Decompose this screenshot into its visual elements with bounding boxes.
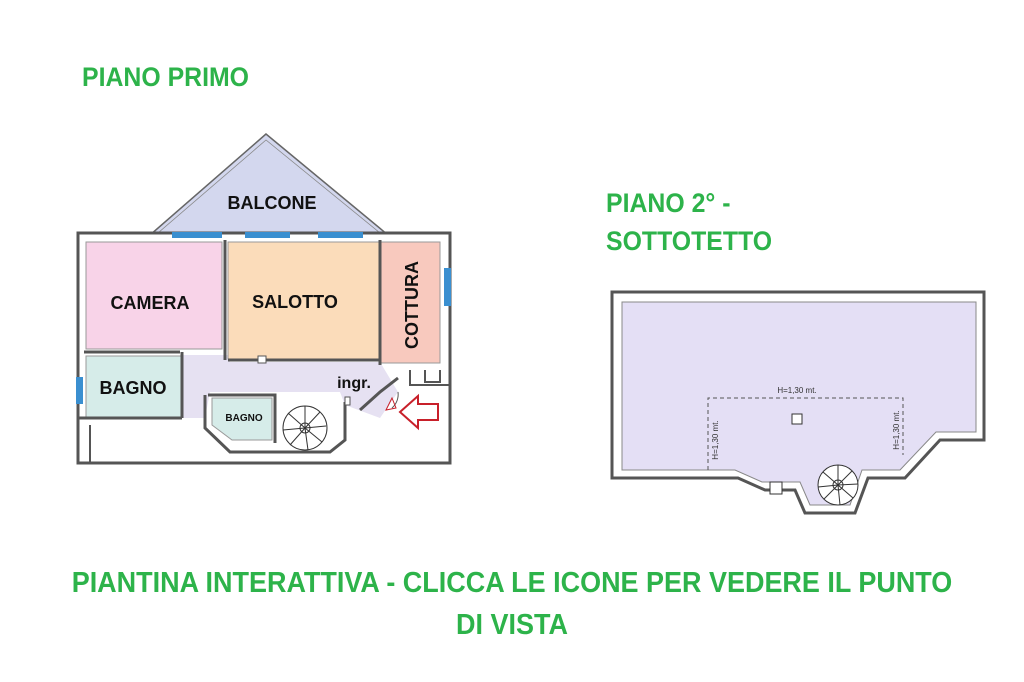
- first-floor-spiral-stair: [282, 405, 328, 451]
- attic-title-line1: PIANO 2° -: [606, 188, 731, 218]
- entrance-arrow-icon[interactable]: [398, 393, 439, 431]
- attic-room[interactable]: [621, 301, 977, 506]
- bagno-small-label: BAGNO: [225, 413, 262, 424]
- bagno-small-room[interactable]: [211, 397, 273, 441]
- bagno-label: BAGNO: [100, 378, 167, 398]
- interactive-plan-caption: PIANTINA INTERATTIVA - CLICCA LE ICONE P…: [0, 562, 1024, 646]
- camera-label: CAMERA: [111, 293, 190, 313]
- caption-text: PIANTINA INTERATTIVA - CLICCA LE ICONE P…: [71, 567, 953, 641]
- first-floor-title: PIANO PRIMO: [82, 62, 249, 92]
- first-floor-windows: [76, 232, 451, 404]
- camera-room[interactable]: [85, 241, 223, 350]
- salotto-label: SALOTTO: [252, 292, 338, 312]
- attic-dimension-right: H=1,30 mt.: [892, 410, 901, 449]
- first-floor-plan: BALCONE CAMERA SALOTTO COTTURA BAGNO BAG…: [76, 133, 452, 465]
- attic-dimension-left: H=1,30 mt.: [711, 420, 720, 459]
- balcone-label: BALCONE: [228, 193, 317, 213]
- attic-title: PIANO 2° - SOTTOTETTO: [606, 184, 772, 260]
- attic-title-line2: SOTTOTETTO: [606, 226, 773, 256]
- cottura-label: COTTURA: [402, 261, 422, 349]
- attic-height-line: [707, 397, 904, 470]
- attic-spiral-stair: [817, 464, 859, 506]
- ingresso-label: ingr.: [337, 375, 371, 392]
- attic-dimension-top: H=1,30 mt.: [777, 386, 816, 395]
- attic-plan: H=1,30 mt. H=1,30 mt. H=1,30 mt.: [610, 290, 986, 515]
- balcone-room[interactable]: [147, 133, 391, 236]
